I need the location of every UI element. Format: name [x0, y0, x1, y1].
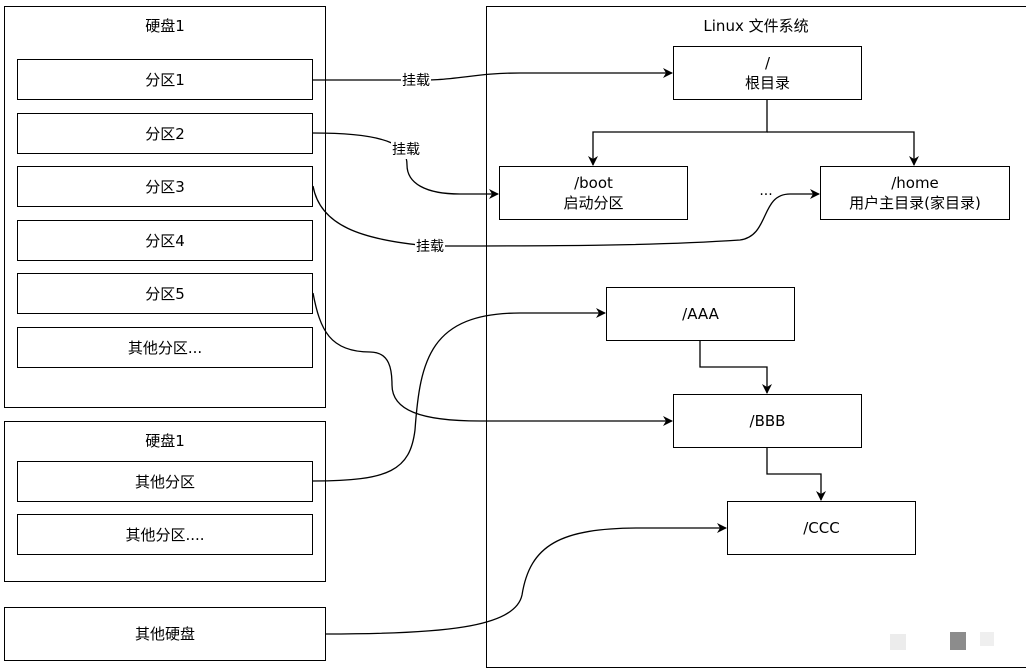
root-dir-desc: 根目录 — [744, 74, 790, 92]
partition-5: 分区5 — [17, 273, 313, 314]
disk2-partition-1-label: 其他分区 — [134, 472, 195, 491]
mount-label-1: 挂载 — [401, 70, 431, 90]
boot-dir-path: /boot — [574, 174, 613, 192]
partition-1-label: 分区1 — [145, 70, 185, 89]
mount-label-3: 挂载 — [415, 236, 445, 256]
aaa-dir-path: /AAA — [682, 305, 719, 323]
partition-5-label: 分区5 — [145, 284, 185, 303]
watermark-square-2 — [950, 632, 966, 650]
linux-fs-title: Linux 文件系统 — [703, 17, 809, 35]
bbb-dir-path: /BBB — [749, 412, 786, 430]
partition-other: 其他分区... — [17, 327, 313, 368]
watermark-square-1 — [890, 634, 906, 650]
other-disk-label: 其他硬盘 — [134, 625, 195, 643]
watermark-square-3 — [980, 632, 994, 646]
disk2-partition-2-label: 其他分区.... — [125, 525, 205, 544]
bbb-dir-node: /BBB — [673, 394, 862, 448]
partition-2: 分区2 — [17, 113, 313, 154]
mount-label-2: 挂载 — [391, 139, 421, 159]
partition-other-label: 其他分区... — [127, 338, 203, 357]
boot-dir-desc: 启动分区 — [563, 194, 624, 212]
home-dir-path: /home — [891, 174, 939, 192]
disk1-title: 硬盘1 — [145, 17, 185, 35]
partition-2-label: 分区2 — [145, 124, 185, 143]
disk2-partition-1: 其他分区 — [17, 461, 313, 502]
disk2-title: 硬盘1 — [145, 432, 185, 450]
partition-3-label: 分区3 — [145, 177, 185, 196]
partition-4-label: 分区4 — [145, 231, 185, 250]
partition-3: 分区3 — [17, 166, 313, 207]
partition-1: 分区1 — [17, 59, 313, 100]
sibling-ellipsis: ... — [759, 183, 773, 199]
home-dir-node: /home 用户主目录(家目录) — [820, 166, 1010, 220]
boot-dir-node: /boot 启动分区 — [499, 166, 688, 220]
aaa-dir-node: /AAA — [606, 287, 795, 341]
root-dir-path: / — [764, 54, 771, 72]
ccc-dir-path: /CCC — [803, 519, 840, 537]
root-dir-node: / 根目录 — [673, 46, 862, 100]
partition-4: 分区4 — [17, 220, 313, 261]
disk2-partition-2: 其他分区.... — [17, 514, 313, 555]
ccc-dir-node: /CCC — [727, 501, 916, 555]
other-disk: 其他硬盘 — [4, 607, 326, 661]
home-dir-desc: 用户主目录(家目录) — [849, 194, 981, 212]
